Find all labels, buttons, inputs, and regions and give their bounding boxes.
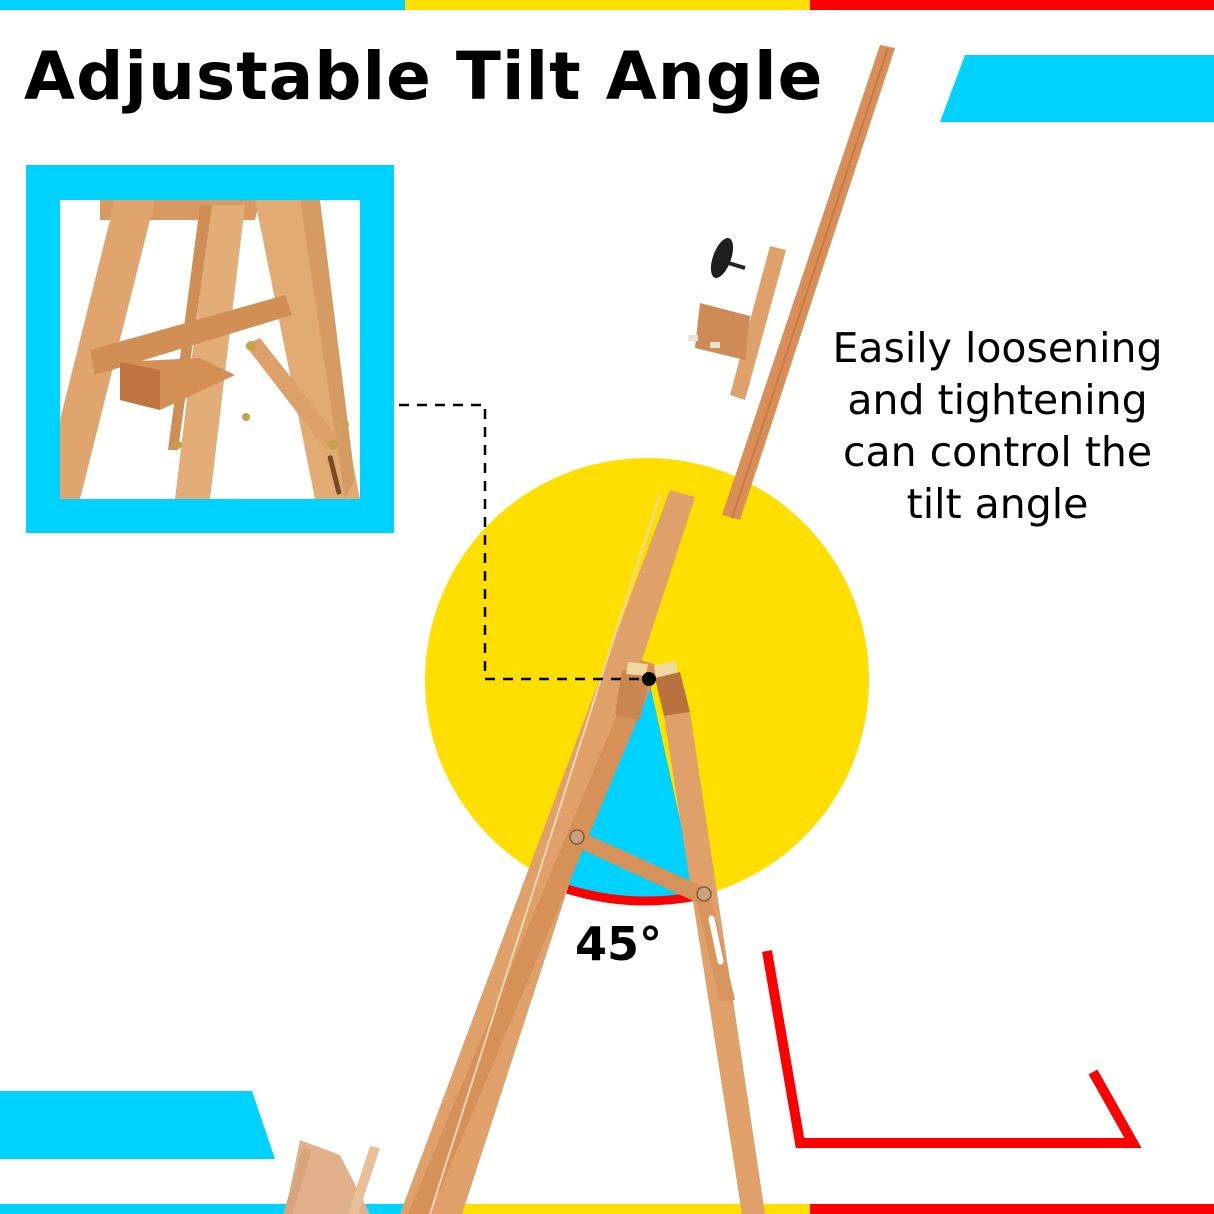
easel-hinge [615, 670, 650, 720]
bottom-stripe-yellow [405, 1204, 810, 1214]
top-stripe-red [810, 0, 1214, 10]
top-stripe-yellow [405, 0, 810, 10]
easel-diagonal-brace [572, 832, 708, 904]
top-stripe-cyan [0, 0, 405, 10]
cyan-accent-bar-bottom-left [0, 1091, 275, 1159]
knob-icon [710, 238, 746, 278]
angle-arc [553, 880, 698, 906]
feature-caption: Easily loosening and tightening can cont… [810, 322, 1185, 530]
inset-detail-photo [60, 200, 360, 499]
caption-line: can control the [842, 428, 1153, 476]
easel-mast-upper [722, 45, 895, 520]
brace-bolt-lower [696, 886, 712, 902]
caption-line: tilt angle [906, 480, 1089, 528]
page-title: Adjustable Tilt Angle [24, 38, 824, 115]
bottom-stripe-cyan [0, 1204, 405, 1214]
angle-label: 45° [575, 917, 663, 971]
brace-bolt-upper [569, 829, 585, 845]
floor-bracket [762, 950, 1142, 1148]
easel-main-leg [400, 490, 695, 1214]
callout-dot-hinge [642, 672, 656, 686]
easel-canvas-holder [730, 246, 786, 400]
inset-detail-frame [26, 165, 394, 533]
bottom-stripe-red [810, 1204, 1214, 1214]
caption-line: and tightening [847, 376, 1148, 424]
caption-line: Easily loosening [832, 324, 1163, 372]
cyan-accent-bar-top-right [940, 55, 1214, 122]
